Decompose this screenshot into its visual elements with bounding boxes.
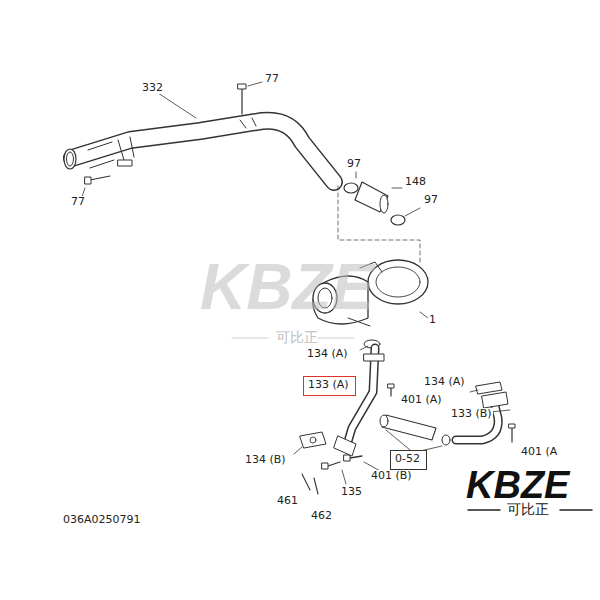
callout-number: 134 (A) xyxy=(306,348,349,360)
callout-number: 332 xyxy=(141,82,164,94)
watermark: 可比正 xyxy=(276,330,318,344)
part-number: 133 (A) xyxy=(308,379,351,391)
callout-number: 77 xyxy=(70,196,86,208)
callout-number: 134 (B) xyxy=(244,454,287,466)
callout-number: 462 xyxy=(310,510,333,522)
callout-number: 1 xyxy=(428,314,437,326)
callout-number: 97 xyxy=(346,158,362,170)
callout-number: 461 xyxy=(276,495,299,507)
callout-number: 134 (A) xyxy=(423,376,466,388)
callout-number: 148 xyxy=(404,176,427,188)
watermark: KBZE xyxy=(466,466,569,504)
kit-number-box: 0-52 xyxy=(390,450,427,470)
watermark: 可比正 xyxy=(507,502,549,516)
callout-number: 133 (B) xyxy=(450,408,493,420)
callout-number: 97 xyxy=(423,194,439,206)
highlighted-part-box: 133 (A) xyxy=(303,376,356,396)
callout-number: 036A0250791 xyxy=(62,514,142,526)
part-number: 0-52 xyxy=(395,453,422,465)
callout-number: 77 xyxy=(264,73,280,85)
callout-number: 401 (A xyxy=(520,446,558,458)
callout-number: 401 (A) xyxy=(400,394,443,406)
callout-number: 401 (B) xyxy=(370,470,413,482)
watermark: KBZE xyxy=(200,255,374,319)
callout-number: 135 xyxy=(340,486,363,498)
